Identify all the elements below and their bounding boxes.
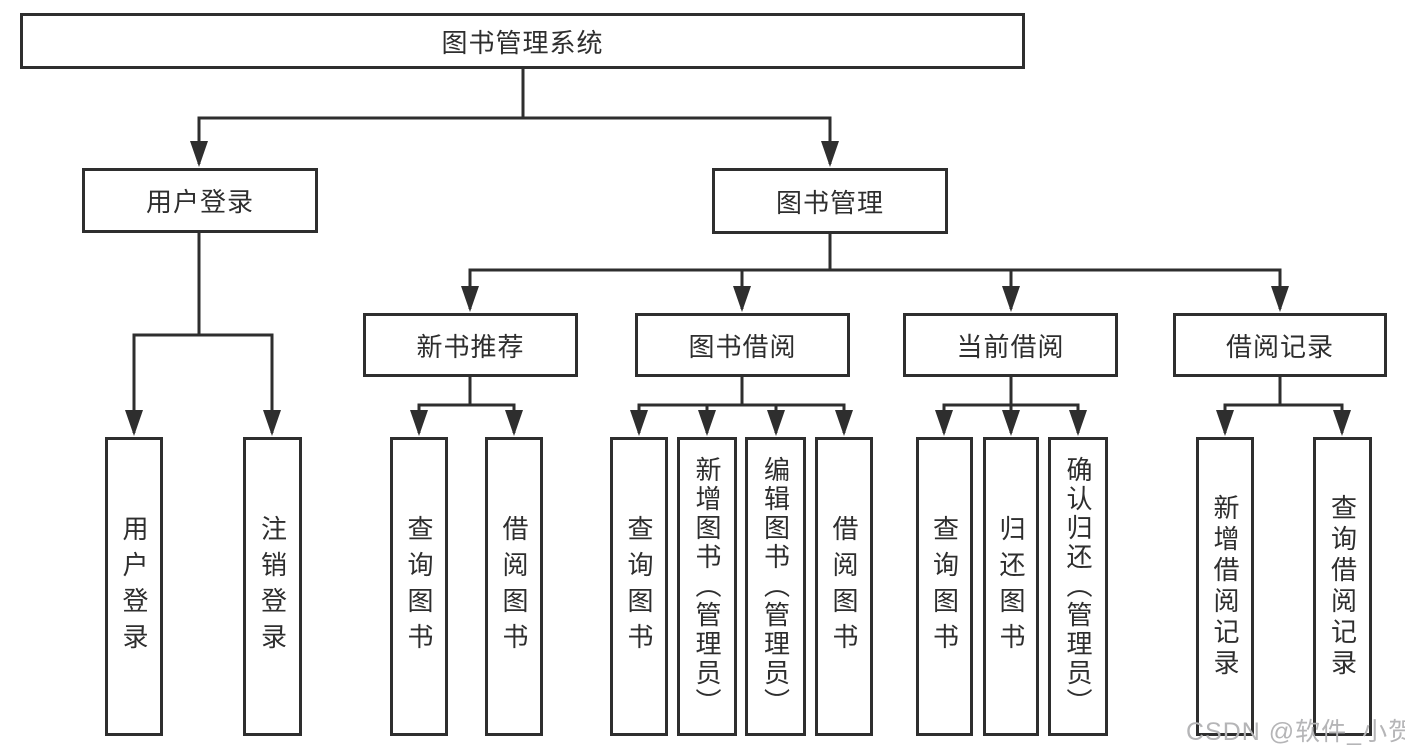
node-current-borrowing-label: 当前借阅 [956, 331, 1065, 362]
node-new-book-recommendation-label: 新书推荐 [416, 331, 525, 362]
node-book-borrowing-label: 图书借阅 [688, 331, 797, 362]
node-borrowing-records: 借阅记录 [1173, 313, 1387, 377]
leaf-logout-login-label: 注销登录 [257, 514, 288, 659]
leaf-add-borrow-record: 新增借阅记录 [1196, 437, 1254, 736]
node-library-management-system: 图书管理系统 [20, 13, 1025, 69]
leaf-borrow-books-recommend-label: 借阅图书 [499, 514, 529, 659]
leaf-user-login-label: 用户登录 [119, 514, 149, 659]
leaf-borrow-books-recommend: 借阅图书 [485, 437, 543, 736]
leaf-borrow-books-borrowing: 借阅图书 [815, 437, 873, 736]
node-book-management-label: 图书管理 [775, 187, 884, 218]
leaf-query-books-borrowing: 查询图书 [610, 437, 668, 736]
leaf-logout-login: 注销登录 [243, 437, 302, 736]
leaf-query-books-current-label: 查询图书 [929, 514, 960, 659]
leaf-add-book-admin-label: 新增图书（管理员） [692, 456, 722, 717]
connector-current-borrowing-children [935, 377, 1087, 436]
node-borrowing-records-label: 借阅记录 [1225, 331, 1334, 362]
node-book-borrowing: 图书借阅 [635, 313, 850, 377]
leaf-query-books-recommend: 查询图书 [390, 437, 448, 736]
leaf-confirm-return-admin: 确认归还（管理员） [1048, 437, 1108, 736]
connector-user-login-children [125, 233, 281, 436]
node-user-login: 用户登录 [82, 168, 318, 233]
node-book-management: 图书管理 [712, 168, 948, 234]
connector-book-borrowing-children [630, 377, 853, 436]
leaf-user-login: 用户登录 [105, 437, 163, 736]
leaf-query-borrow-record-label: 查询借阅记录 [1327, 493, 1358, 680]
leaf-query-books-recommend-label: 查询图书 [404, 514, 434, 659]
leaf-add-borrow-record-label: 新增借阅记录 [1210, 493, 1240, 680]
node-new-book-recommendation: 新书推荐 [363, 313, 578, 377]
leaf-query-borrow-record: 查询借阅记录 [1313, 437, 1372, 736]
leaf-return-books: 归还图书 [983, 437, 1039, 736]
connector-book-management-children [461, 234, 1289, 312]
leaf-confirm-return-admin-label: 确认归还（管理员） [1063, 456, 1093, 717]
leaf-edit-book-admin: 编辑图书（管理员） [745, 437, 806, 736]
leaf-borrow-books-borrowing-label: 借阅图书 [829, 514, 859, 659]
watermark: CSDN @软件_小贺同学 [1186, 718, 1405, 746]
node-user-login-label: 用户登录 [145, 187, 254, 217]
connector-new-book-recommendation-children [410, 377, 523, 436]
node-library-management-system-label: 图书管理系统 [441, 27, 604, 58]
leaf-edit-book-admin-label: 编辑图书（管理员） [760, 456, 791, 717]
leaf-add-book-admin: 新增图书（管理员） [677, 437, 737, 736]
leaf-query-books-borrowing-label: 查询图书 [624, 514, 654, 659]
connector-root-to-level2 [190, 69, 839, 167]
leaf-return-books-label: 归还图书 [996, 514, 1026, 659]
leaf-query-books-current: 查询图书 [916, 437, 973, 736]
node-current-borrowing: 当前借阅 [903, 313, 1118, 377]
connector-borrowing-records-children [1216, 377, 1351, 436]
